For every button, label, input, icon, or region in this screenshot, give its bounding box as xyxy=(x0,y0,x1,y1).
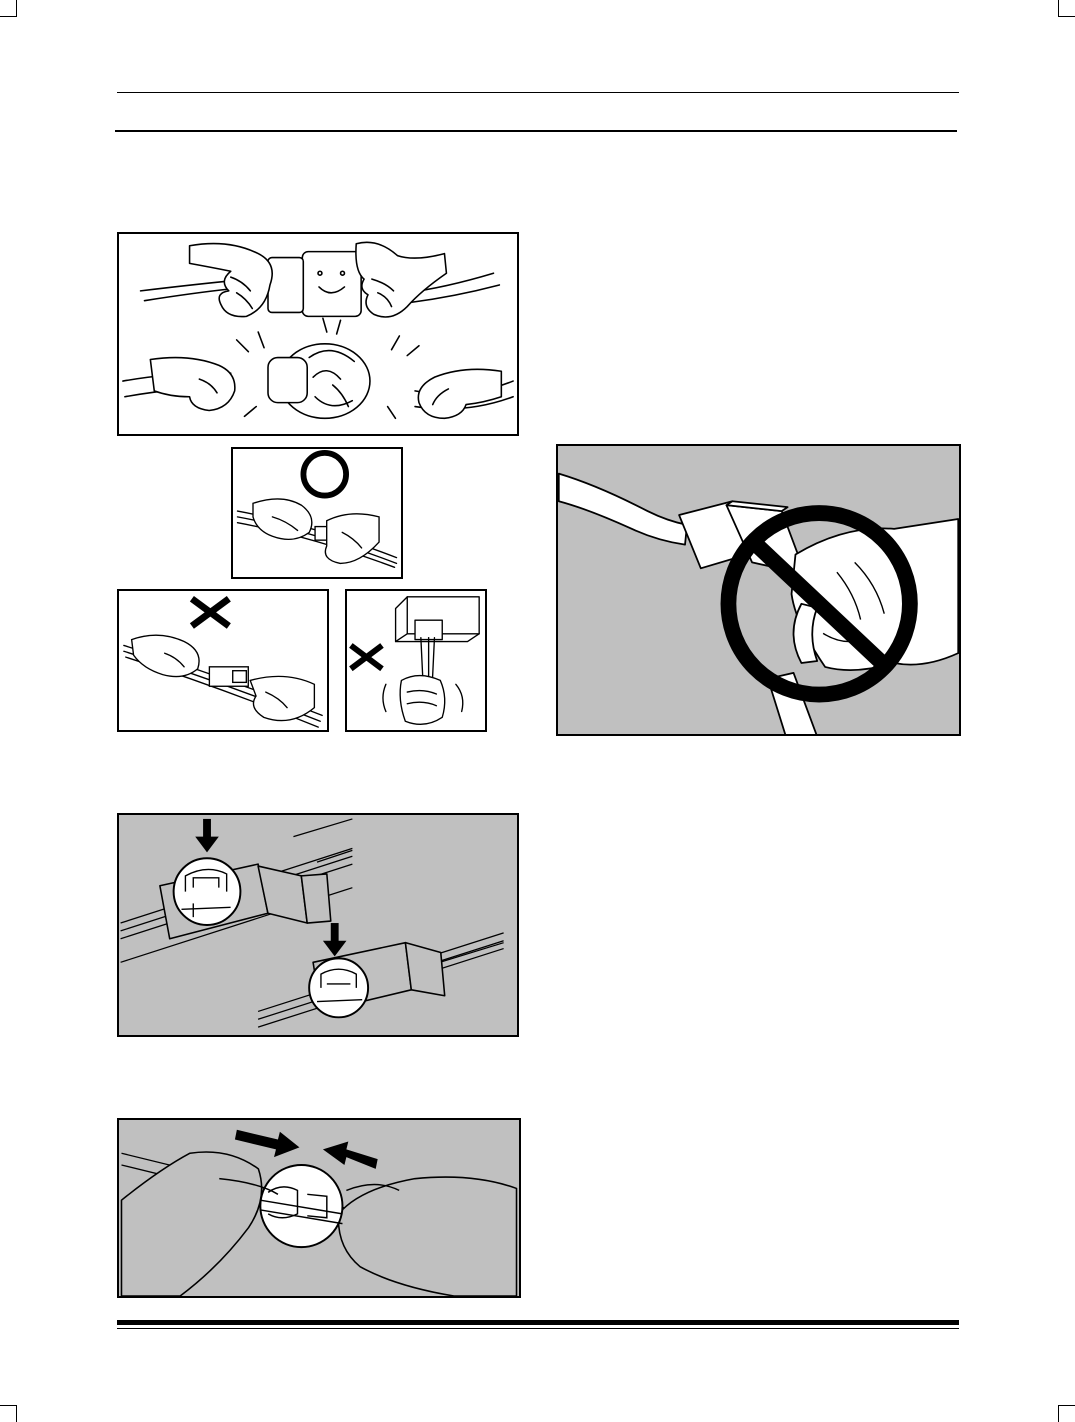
illustration-connector-insert xyxy=(117,1118,521,1298)
footer-rule-thin xyxy=(117,1328,959,1329)
illustration-wrong-pull-wires xyxy=(117,589,329,732)
circle-ok-icon xyxy=(300,449,349,499)
cross-mark-icon xyxy=(349,643,384,672)
push-arrows-icon xyxy=(234,1129,378,1169)
header-rule-bottom xyxy=(115,130,957,132)
down-arrow-icon xyxy=(322,923,347,957)
illustration-prohibited-pull xyxy=(556,444,961,736)
crop-mark-bottom-left xyxy=(0,1405,17,1422)
cross-mark-icon xyxy=(189,596,231,629)
crop-mark-top-left xyxy=(0,0,17,17)
illustration-wrong-pull-harness xyxy=(345,589,487,732)
crop-mark-bottom-right xyxy=(1058,1405,1075,1422)
footer-rule-thick xyxy=(117,1320,959,1325)
illustration-correct-grip xyxy=(231,447,403,579)
illustration-connector-lock xyxy=(117,813,519,1037)
header-rule-top xyxy=(117,92,959,93)
illustration-connector-handling xyxy=(117,232,519,436)
prohibited-icon xyxy=(720,505,918,703)
crop-mark-top-right xyxy=(1058,0,1075,17)
hands-connector-icon xyxy=(122,241,514,420)
down-arrow-icon xyxy=(195,818,219,853)
